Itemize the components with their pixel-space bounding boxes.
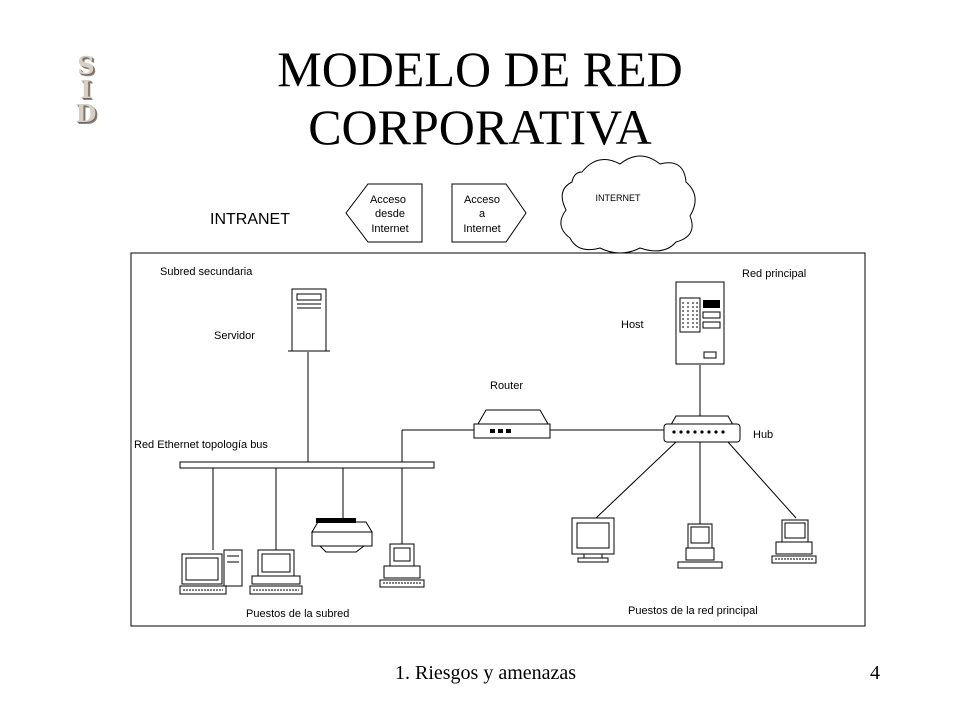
host-label: Host xyxy=(621,319,644,331)
subnet-stations-label: Puestos de la subred xyxy=(246,608,349,620)
intranet-label: INTRANET xyxy=(210,211,290,228)
ethernet-label: Red Ethernet topología bus xyxy=(134,439,268,451)
page-number: 4 xyxy=(870,662,880,684)
router-icon xyxy=(473,409,551,439)
server-icon xyxy=(288,288,330,352)
host-icon xyxy=(675,281,725,365)
printer-icon xyxy=(311,518,373,553)
logo-letter-i: I xyxy=(80,75,94,104)
access-to-line3: Internet xyxy=(463,223,500,235)
subnet-label: Subred secundaria xyxy=(160,266,253,278)
slide-title-line1: MODELO DE RED xyxy=(277,41,683,97)
internet-label: INTERNET xyxy=(596,193,642,203)
access-from-line2: desde xyxy=(375,208,405,220)
hub-label: Hub xyxy=(753,429,773,441)
access-to-internet-arrow: Acceso a Internet xyxy=(451,183,527,243)
main-network-label: Red principal xyxy=(742,268,806,280)
access-from-line1: Acceso xyxy=(370,194,406,206)
main-workstation-left-icon xyxy=(571,517,615,563)
sid-logo: S I D xyxy=(62,54,112,126)
footer-section: 1. Riesgos y amenazas xyxy=(395,662,577,684)
main-workstation-center-icon xyxy=(677,523,723,569)
access-from-line3: Internet xyxy=(371,223,408,235)
access-from-internet-arrow: Acceso desde Internet xyxy=(345,183,423,243)
main-workstation-right-icon xyxy=(771,519,817,564)
main-stations-label: Puestos de la red principal xyxy=(628,605,758,617)
access-to-line2: a xyxy=(479,208,486,220)
router-label: Router xyxy=(490,380,523,392)
subnet-workstation-desktop-icon xyxy=(249,549,303,595)
subnet-workstation-tower-icon xyxy=(179,549,243,595)
logo-letter-s: S xyxy=(77,51,97,80)
access-to-line1: Acceso xyxy=(464,194,500,206)
slide-title-line2: CORPORATIVA xyxy=(308,99,652,155)
ethernet-bus xyxy=(179,461,435,469)
subnet-workstation-small-icon xyxy=(379,543,425,588)
server-label: Servidor xyxy=(214,330,255,342)
hub-icon xyxy=(663,415,741,443)
internet-cloud-icon: INTERNET xyxy=(560,155,696,254)
logo-letter-d: D xyxy=(75,99,99,128)
intranet-boundary xyxy=(130,252,866,627)
